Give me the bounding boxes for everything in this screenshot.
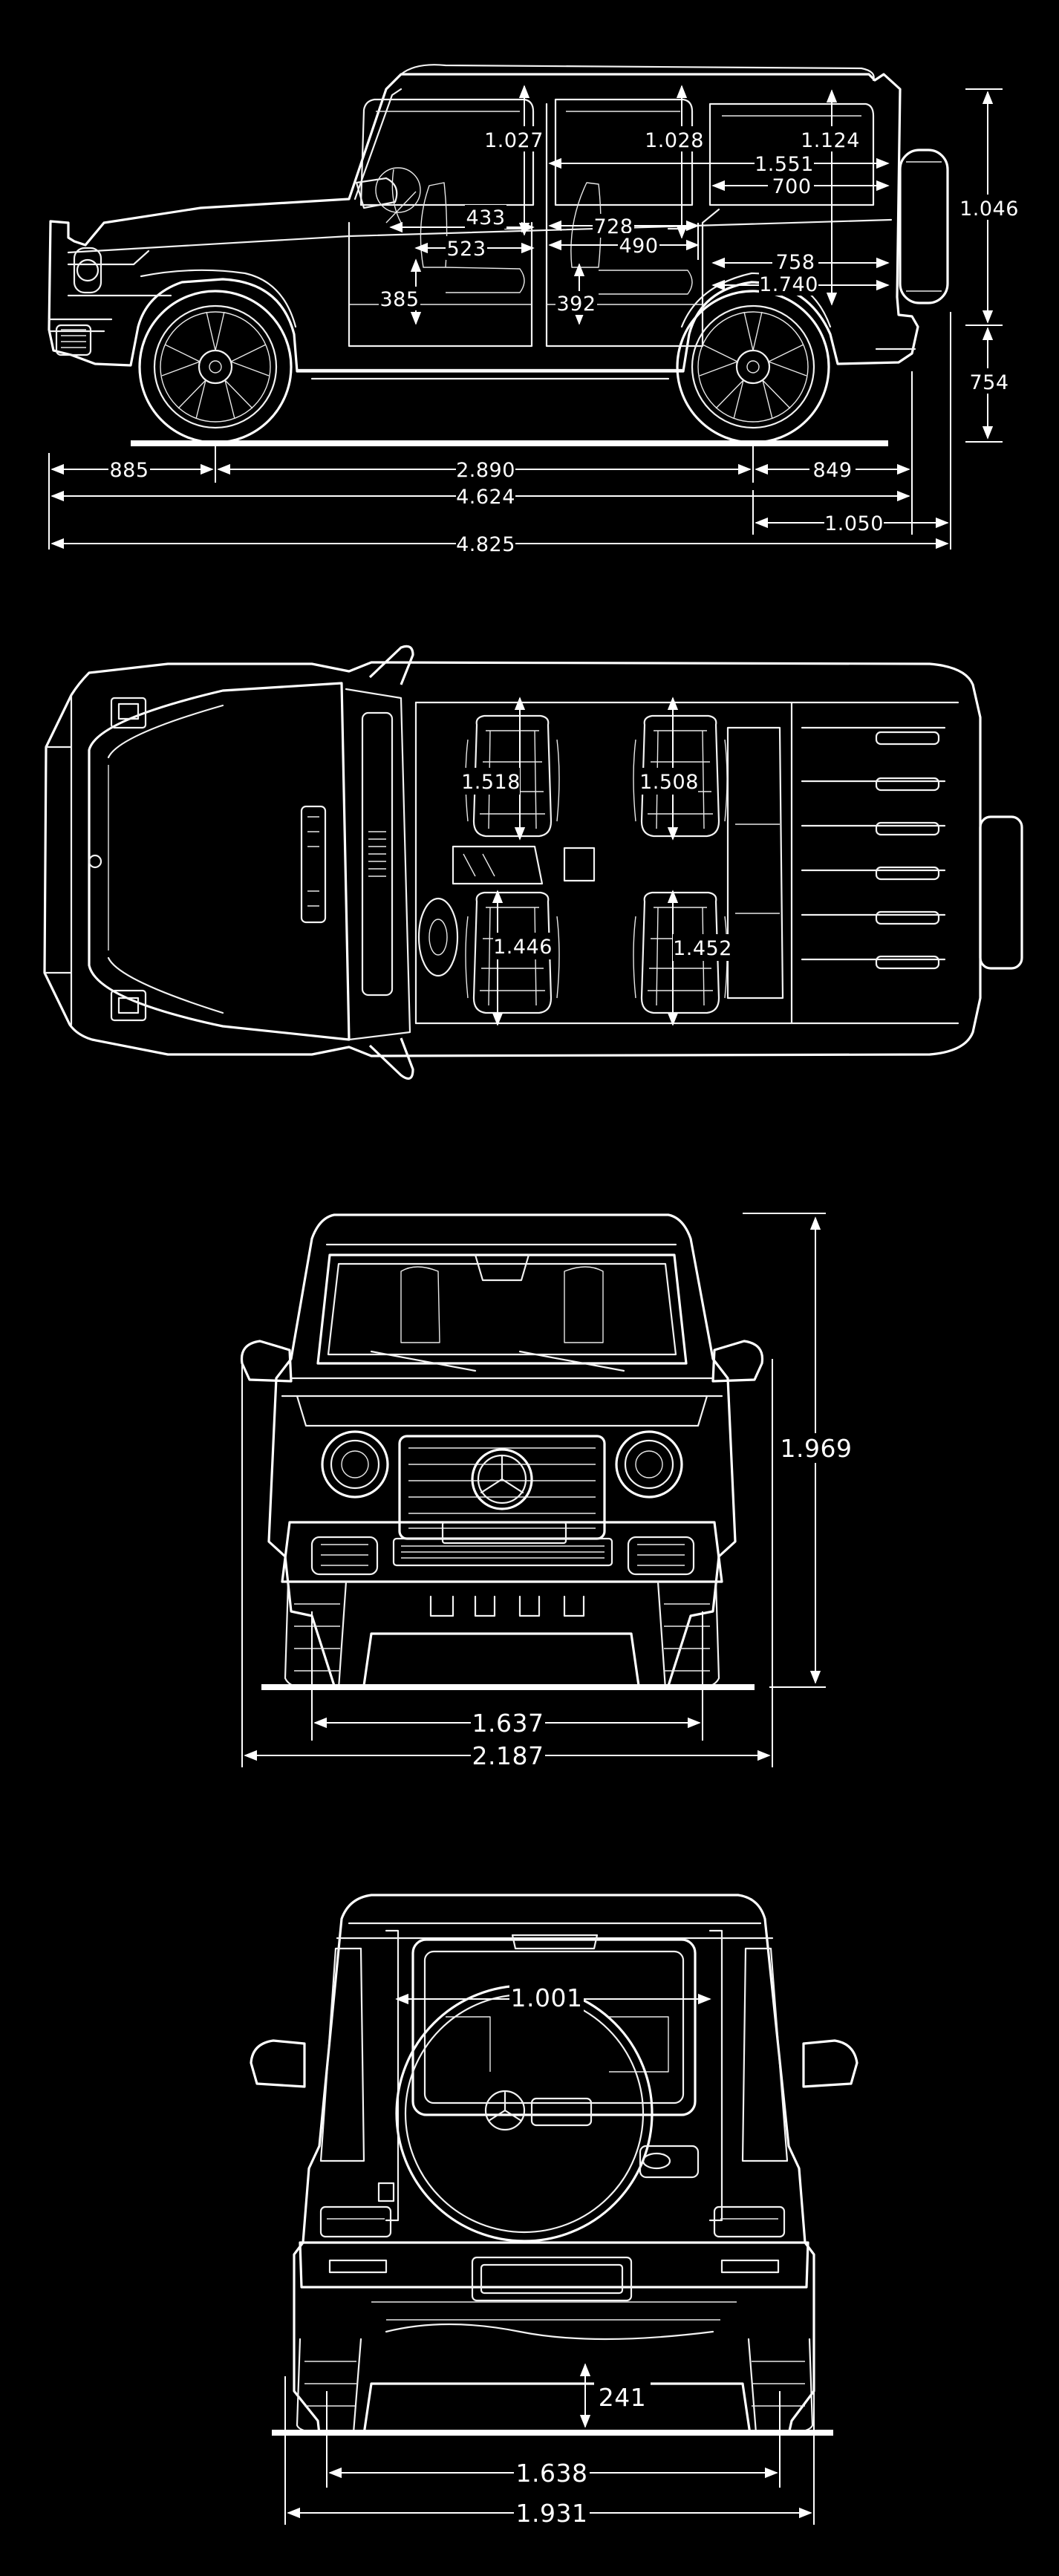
dim-label: 1.028	[645, 129, 704, 152]
dim-label: 490	[619, 235, 658, 258]
dim-label: 4.624	[456, 486, 515, 509]
dim-label: 1.452	[673, 937, 732, 960]
side-view: 1.027 1.028 1.124 1.551 700 1.046 754 43…	[48, 64, 1019, 556]
dim-label: 1.124	[801, 129, 860, 152]
dim-label: 885	[109, 459, 149, 482]
dim-label: 1.518	[461, 771, 521, 794]
rear-view: 1.001 241 1.638 1.931	[250, 1894, 858, 2528]
dim-label: 1.508	[639, 771, 699, 794]
dim-label: 700	[772, 175, 811, 198]
dim-label: 2.187	[472, 1741, 544, 1770]
dim-label: 758	[775, 251, 815, 274]
dim-label: 385	[379, 288, 419, 311]
dim-label: 1.046	[959, 198, 1019, 221]
top-view-dimension-lines	[492, 697, 679, 1026]
dim-label: 1.001	[511, 1983, 583, 2012]
front-view: 1.969 1.637 2.187	[240, 1213, 853, 1770]
side-view-rear-wheel	[676, 290, 830, 444]
dim-label: 754	[969, 371, 1009, 394]
dim-label: 1.638	[516, 2459, 588, 2488]
top-view-body	[43, 645, 1023, 1080]
dim-label: 2.890	[456, 459, 515, 482]
side-view-front-wheel	[138, 290, 293, 444]
dim-label: 4.825	[456, 533, 515, 556]
dim-label: 1.446	[493, 936, 553, 959]
dim-label: 523	[446, 238, 486, 261]
dim-label: 392	[556, 293, 596, 316]
dim-label: 1.050	[824, 512, 884, 535]
side-view-ground-line	[131, 440, 888, 446]
side-view-dimension-lines	[48, 85, 1003, 550]
dim-label: 1.637	[472, 1709, 544, 1738]
top-view: 1.518 1.508 1.446 1.452	[43, 645, 1023, 1080]
dim-label: 1.027	[484, 129, 544, 152]
dim-label: 433	[466, 206, 505, 229]
front-view-body	[240, 1213, 764, 1690]
dim-label: 1.551	[755, 153, 814, 176]
dim-label: 1.969	[781, 1434, 853, 1463]
rear-view-dimension-lines	[284, 1993, 815, 2525]
front-view-ground-line	[261, 1684, 755, 1690]
rear-view-ground-line	[272, 2430, 833, 2436]
dim-label: 1.931	[516, 2499, 588, 2528]
dim-label: 241	[599, 2383, 647, 2412]
dim-label: 849	[812, 459, 852, 482]
dim-label: 1.740	[759, 273, 818, 296]
rear-view-body	[250, 1894, 858, 2436]
